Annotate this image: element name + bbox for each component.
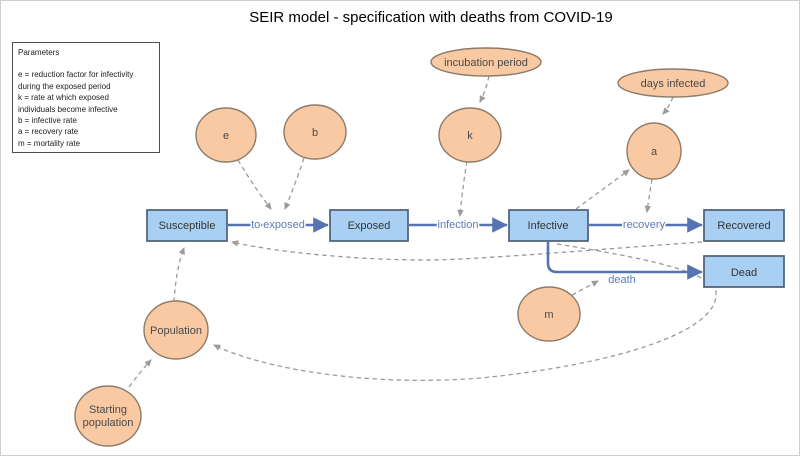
variable-label-starting-population-line1: Starting xyxy=(89,404,127,416)
link-m-death xyxy=(571,280,599,296)
flow-label-to-exposed[interactable]: to exposed xyxy=(250,218,307,233)
variable-shape-k xyxy=(438,107,502,163)
converter-days-infected[interactable]: days infected xyxy=(617,68,729,98)
flow-label-infection[interactable]: infection xyxy=(436,218,480,233)
link-b-to-exposed xyxy=(284,157,305,210)
link-infective-a xyxy=(575,169,630,210)
stock-susceptible[interactable]: Susceptible xyxy=(146,209,228,242)
link-recovered-susceptible xyxy=(230,240,703,261)
converter-label-days-infected: days infected xyxy=(641,78,706,90)
converter-incubation-period[interactable]: incubation period xyxy=(430,47,542,77)
variable-starting-population[interactable]: Starting population xyxy=(74,385,142,447)
flow-label-death[interactable]: death xyxy=(607,273,638,288)
variable-label-population: Population xyxy=(150,325,202,337)
stock-label-dead: Dead xyxy=(731,267,757,279)
stock-label-exposed: Exposed xyxy=(348,220,391,232)
parameters-heading: Parameters xyxy=(18,48,60,57)
variable-shape-starting-population xyxy=(74,385,142,447)
link-starting-population-population xyxy=(128,359,152,388)
parameter-line: m = mortality rate xyxy=(18,138,81,148)
variable-shape-e xyxy=(195,107,257,163)
variable-label-a: a xyxy=(651,146,658,158)
converter-shape-incubation-period xyxy=(430,47,542,77)
stock-recovered[interactable]: Recovered xyxy=(703,209,785,242)
stock-label-susceptible: Susceptible xyxy=(159,220,216,232)
parameter-line: k = rate at which exposed xyxy=(18,93,109,103)
stock-rect-dead xyxy=(703,255,785,288)
flow-death[interactable] xyxy=(546,242,703,280)
parameter-line: b = infective rate xyxy=(18,116,77,126)
converter-label-incubation-period: incubation period xyxy=(444,57,528,69)
parameter-line: a = recovery rate xyxy=(18,127,79,137)
variable-label-e: e xyxy=(223,130,229,142)
link-population-susceptible xyxy=(173,246,185,303)
variable-label-b: b xyxy=(312,127,318,139)
variable-label-k: k xyxy=(467,130,473,142)
variable-label-starting-population-line2: population xyxy=(83,417,134,429)
variable-m[interactable]: m xyxy=(517,286,581,342)
stock-rect-recovered xyxy=(703,209,785,242)
link-incubation-period-k xyxy=(479,75,490,103)
variable-population[interactable]: Population xyxy=(143,300,209,360)
variable-a[interactable]: a xyxy=(626,122,682,180)
parameters-legend[interactable]: Parameters e = reduction factor for infe… xyxy=(12,42,160,153)
variable-shape-population xyxy=(143,300,209,360)
link-e-to-exposed xyxy=(237,159,272,210)
variable-shape-m xyxy=(517,286,581,342)
stock-exposed[interactable]: Exposed xyxy=(329,209,409,242)
stock-infective[interactable]: Infective xyxy=(508,209,589,242)
parameter-line: during the exposed period xyxy=(18,81,111,91)
link-days-infected-a xyxy=(662,96,674,115)
diagram-title: SEIR model - specification with deaths f… xyxy=(249,9,613,26)
variable-b[interactable]: b xyxy=(283,104,347,160)
stock-rect-susceptible xyxy=(146,209,228,242)
variable-shape-b xyxy=(283,104,347,160)
stock-rect-exposed xyxy=(329,209,409,242)
parameter-line: e = reduction factor for infectivity xyxy=(18,70,134,80)
parameter-line: individuals become infective xyxy=(18,104,118,114)
variable-k[interactable]: k xyxy=(438,107,502,163)
stock-label-infective: Infective xyxy=(528,220,569,232)
stock-dead[interactable]: Dead xyxy=(703,255,785,288)
flow-label-recovery[interactable]: recovery xyxy=(621,218,667,233)
link-a-recovery xyxy=(644,178,653,214)
converter-shape-days-infected xyxy=(617,68,729,98)
stock-rect-infective xyxy=(508,209,589,242)
flow-line-death xyxy=(546,242,703,280)
variable-shape-a xyxy=(626,122,682,180)
variable-label-m: m xyxy=(544,309,553,321)
link-k-infection xyxy=(457,160,468,218)
link-infective-population xyxy=(213,243,717,382)
variable-e[interactable]: e xyxy=(195,107,257,163)
stock-label-recovered: Recovered xyxy=(717,220,770,232)
